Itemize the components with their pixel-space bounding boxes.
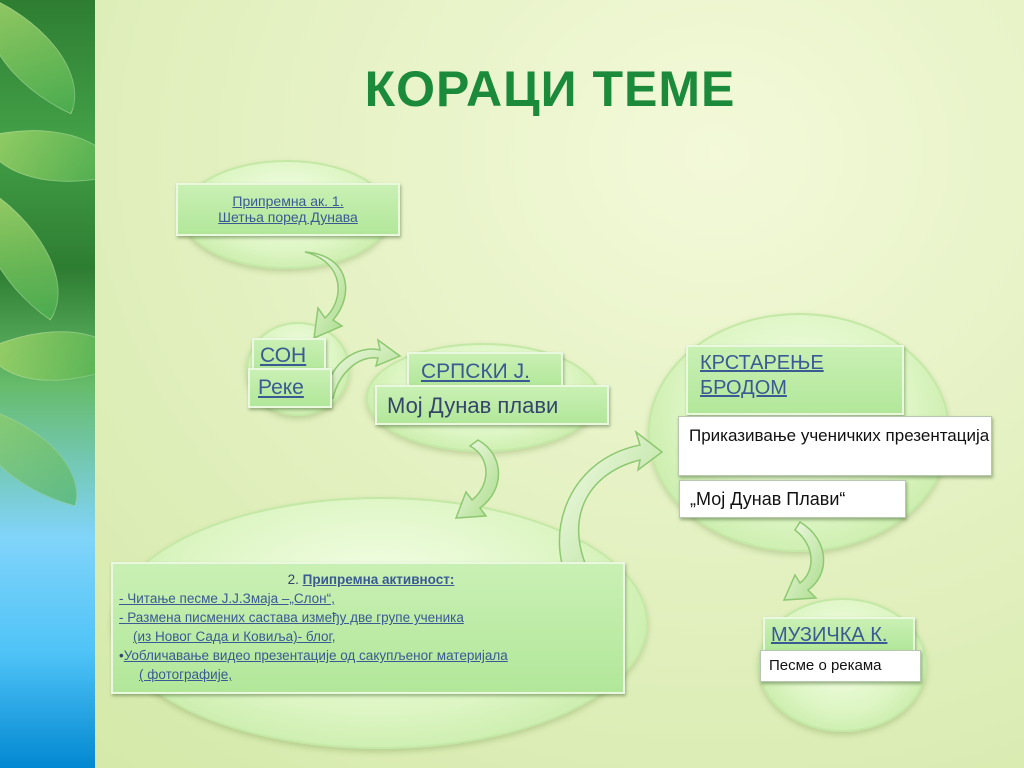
srpski-top-label[interactable]: СРПСКИ Ј.	[421, 360, 530, 383]
prep2-bullet: •	[119, 648, 124, 663]
prep2-item-3[interactable]: (из Новог Сада и Ковиља)- блог,	[133, 629, 336, 644]
prep1-line2[interactable]: Шетња поред Дунава	[218, 209, 358, 225]
krstarenje-presentation-box: Приказивање ученичких презентација	[678, 416, 992, 476]
srpski-bottom-box[interactable]: Мој Дунав плави	[375, 385, 609, 425]
prep2-box: 2. Припремна активност: - Читање песме Ј…	[111, 562, 625, 694]
muzicka-top-box[interactable]: МУЗИЧКА К.	[763, 617, 915, 653]
muzicka-top-label[interactable]: МУЗИЧКА К.	[771, 624, 888, 646]
arrow-krstarenje-to-muzicka	[782, 520, 825, 601]
krstarenje-box[interactable]: КРСТАРЕЊЕ БРОДОМ	[686, 345, 904, 415]
krstarenje-quote-box: „Мој Дунав Плави“	[679, 480, 906, 518]
prep2-item-1[interactable]: - Читање песме Ј.Ј.Змаја –„Слон“,	[119, 591, 335, 606]
prep2-number: 2.	[287, 572, 299, 587]
prep2-heading[interactable]: Припремна активност:	[302, 572, 455, 587]
side-decoration	[0, 0, 95, 768]
prep2-item-5[interactable]: ( фотографије,	[139, 667, 232, 682]
srpski-top-box[interactable]: СРПСКИ Ј.	[407, 352, 563, 388]
arrow-prep1-to-son	[304, 251, 347, 340]
krstarenje-quote-text: „Мој Дунав Плави“	[690, 489, 846, 509]
krstarenje-presentation-text: Приказивање ученичких презентација	[689, 426, 990, 445]
arrow-son-to-srpski	[324, 338, 402, 399]
srpski-bottom-label: Мој Дунав плави	[387, 393, 559, 418]
son-bottom-label[interactable]: Реке	[258, 376, 304, 399]
page-title: КОРАЦИ ТЕМЕ	[364, 61, 736, 117]
muzicka-bottom-label: Песме о рекама	[769, 657, 882, 674]
muzicka-bottom-box: Песме о рекама	[760, 650, 921, 682]
prep1-box[interactable]: Припремна ак. 1. Шетња поред Дунава	[176, 183, 400, 236]
prep1-line1[interactable]: Припремна ак. 1.	[232, 193, 344, 209]
arrow-srpski-to-prep2	[454, 439, 500, 519]
prep2-item-4[interactable]: Уобличавање видео презентације од сакупљ…	[123, 648, 508, 663]
son-top-label[interactable]: СОН	[260, 344, 307, 367]
son-bottom-box[interactable]: Реке	[248, 368, 332, 408]
krstarenje-line1[interactable]: КРСТАРЕЊЕ	[700, 352, 824, 374]
prep2-item-2[interactable]: - Размена писмених састава између две гр…	[119, 610, 464, 625]
krstarenje-line2[interactable]: БРОДОМ	[700, 377, 787, 399]
